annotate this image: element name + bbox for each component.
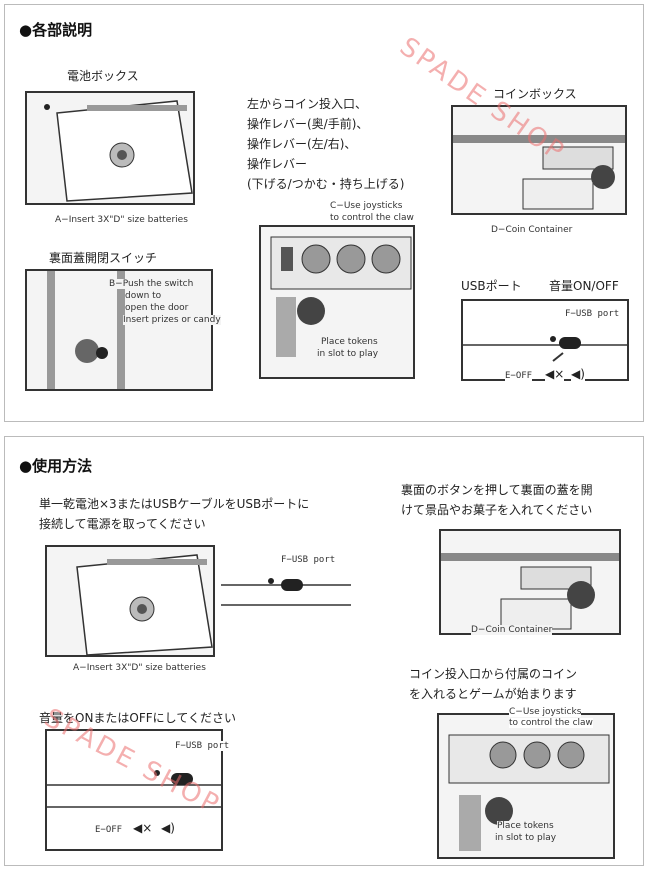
back-button-text-line-1: 裏面のボタンを押して裏面の蓋を開 — [401, 483, 593, 497]
joystick-illustration-2 — [437, 713, 615, 859]
power-text-line-1: 単一乾電池×3またはUSBケーブルをUSBポートに — [39, 497, 310, 511]
coin-container-caption-2: D−Coin Container — [471, 625, 553, 635]
usb-port-caption-2: F−USB port — [281, 555, 336, 565]
coin-box-title: コインボックス — [493, 87, 577, 101]
usage-panel: ●使用方法 単一乾電池×3またはUSBケーブルをUSBポートに 接続して電源を取… — [4, 436, 644, 866]
joystick-caption-2-2: to control the claw — [509, 718, 593, 728]
battery-caption: A−Insert 3X"D" size batteries — [55, 215, 188, 225]
battery-box-drawing — [44, 100, 193, 202]
usb-port-drawing-2 — [221, 578, 351, 606]
coin-illustration-2 — [439, 529, 621, 635]
token-caption-1: Place tokens — [321, 337, 378, 347]
speaker-on-icon-2: ◀) — [161, 821, 175, 835]
coin-drawing-2 — [441, 553, 619, 630]
controls-desc-line-2: 操作レバー(奥/手前)、 — [247, 117, 369, 131]
switch-caption-4: Insert prizes or candy — [123, 315, 221, 325]
token-caption-2-1: Place tokens — [497, 821, 554, 831]
volume-label: 音量ON/OFF — [549, 279, 619, 293]
back-switch-title: 裏面蓋開閉スイッチ — [49, 251, 158, 265]
section-heading-parts: ●各部説明 — [19, 21, 93, 39]
speaker-mute-icon-2: ◀× — [133, 821, 153, 835]
back-switch-drawing — [47, 271, 125, 389]
volume-off-caption: E−OFF — [505, 371, 533, 381]
joystick-drawing-2 — [448, 734, 610, 851]
power-text-line-2: 接続して電源を取ってください — [39, 517, 206, 531]
coin-box-illustration — [451, 105, 627, 215]
switch-caption-2: down to — [125, 291, 162, 301]
switch-caption-1: B−Push the switch — [109, 279, 194, 289]
usb-port-label: USBポート — [461, 279, 522, 293]
switch-caption-3: open the door — [125, 303, 189, 313]
back-switch-illustration — [25, 269, 213, 391]
battery-illustration-2 — [45, 545, 215, 657]
usb-port-caption-3: F−USB port — [175, 741, 230, 751]
back-button-text-line-2: けて景品やお菓子を入れてください — [401, 503, 593, 517]
section-heading-usage: ●使用方法 — [19, 457, 93, 475]
token-caption-2-2: in slot to play — [495, 833, 557, 843]
coin-start-text-line-1: コイン投入口から付属のコイン — [409, 667, 578, 681]
controls-desc-line-5: (下げる/つかむ・持ち上げる) — [247, 177, 405, 191]
coin-container-caption: D−Coin Container — [491, 225, 573, 235]
volume-off-caption-2: E−OFF — [95, 825, 123, 835]
usb-volume-drawing — [463, 336, 627, 362]
speaker-mute-icon: ◀× — [545, 367, 565, 381]
battery-box-illustration — [25, 91, 195, 205]
joystick-drawing — [270, 236, 412, 357]
parts-description-panel: ●各部説明 電池ボックス A−Insert 3X"D" size batteri… — [4, 4, 644, 422]
usb-port-caption-3-text: F−USB port — [175, 741, 230, 751]
controls-desc-line-4: 操作レバー — [247, 157, 308, 171]
token-caption-2: in slot to play — [317, 349, 379, 359]
battery-caption-2: A−Insert 3X"D" size batteries — [73, 663, 206, 673]
controls-desc-line-1: 左からコイン投入口、 — [247, 97, 368, 111]
usb-port-caption: F−USB port — [565, 309, 620, 319]
joystick-caption-2: to control the claw — [330, 213, 414, 223]
joystick-illustration — [259, 225, 415, 379]
controls-desc-line-3: 操作レバー(左/右)、 — [247, 137, 357, 151]
coin-box-drawing — [453, 135, 625, 210]
speaker-on-icon: ◀) — [571, 367, 585, 381]
battery-box-title: 電池ボックス — [67, 69, 139, 83]
joystick-caption-2-1: C−Use joysticks — [509, 707, 582, 717]
volume-instruction-text: 音量をONまたはOFFにしてください — [39, 711, 236, 725]
volume-drawing-2 — [47, 770, 221, 808]
battery-drawing-2 — [76, 554, 213, 655]
coin-start-text-line-2: を入れるとゲームが始まります — [409, 687, 577, 701]
joystick-caption-1: C−Use joysticks — [330, 201, 403, 211]
